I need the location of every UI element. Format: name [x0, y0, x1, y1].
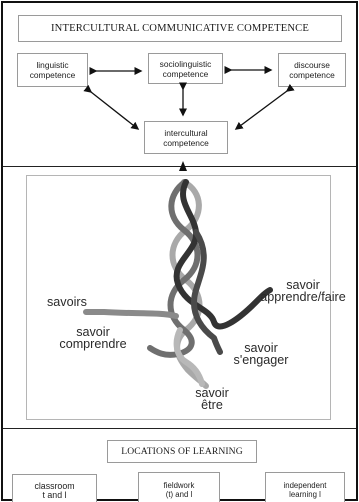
section-divider-bottom — [3, 428, 356, 429]
locations-title: LOCATIONS OF LEARNING — [107, 440, 257, 463]
strand-lower-light — [173, 327, 205, 387]
arrow-linguistic-intercultural — [83, 84, 140, 130]
arrow-discourse-intercultural — [234, 83, 295, 130]
strand-savoir-apprendre — [173, 179, 273, 330]
label-savoir-apprendre-faire: savoir apprendre/faire — [260, 278, 346, 304]
label-savoir-comprendre: savoir comprendre — [59, 325, 127, 351]
strand-savoirs — [83, 309, 179, 319]
location-fieldwork: fieldwork (t) and l — [138, 472, 220, 502]
sociolinguistic-competence-box: sociolinguistic competence — [148, 53, 223, 84]
intercultural-competence-box: intercultural competence — [144, 121, 228, 154]
location-classroom: classroom t and l — [12, 474, 97, 502]
label-savoirs: savoirs — [47, 295, 87, 309]
linguistic-competence-box: linguistic competence — [17, 53, 88, 87]
discourse-competence-box: discourse competence — [278, 53, 346, 87]
up-arrowhead-icon — [179, 161, 187, 171]
braid-panel — [26, 175, 331, 420]
section-divider-top — [3, 166, 356, 167]
diagram-title: INTERCULTURAL COMMUNICATIVE COMPETENCE — [18, 15, 342, 42]
strand-savoir-sengager — [191, 229, 223, 355]
location-independent: independent learning l — [265, 472, 345, 502]
label-savoir-etre: savoir être — [195, 386, 229, 412]
label-savoir-sengager: savoir s'engager — [233, 341, 289, 367]
